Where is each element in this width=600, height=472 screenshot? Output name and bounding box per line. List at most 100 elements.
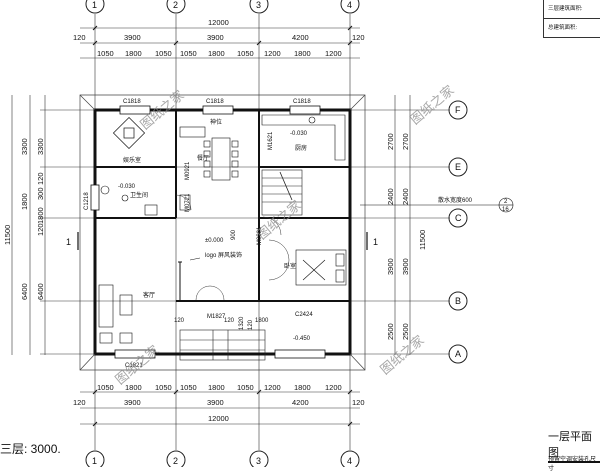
svg-text:900: 900 (231, 229, 237, 240)
elev-bath: -0.030 (118, 184, 136, 190)
area-note: 三层: 3000. (0, 442, 61, 456)
grid-col-2-top: 2 (173, 0, 178, 10)
svg-text:1050: 1050 (237, 49, 254, 58)
svg-text:3900: 3900 (386, 258, 395, 275)
grid-bubbles-top (85, 0, 360, 14)
grid-bubbles-right (448, 100, 468, 364)
elev-kitchen: -0.030 (290, 131, 308, 137)
svg-text:1800: 1800 (125, 49, 142, 58)
dim-total-width-bottom: 12000 (208, 414, 229, 423)
svg-text:1800: 1800 (208, 49, 225, 58)
logo-screen-wall (178, 257, 201, 300)
window-label-1: C1818 (123, 99, 141, 105)
dim-top-edge-r: 120 (352, 33, 365, 42)
window-label-6: C1821 (125, 363, 143, 369)
svg-text:1800: 1800 (294, 49, 311, 58)
svg-text:2700: 2700 (401, 133, 410, 150)
svg-text:2500: 2500 (401, 323, 410, 340)
svg-text:1800: 1800 (255, 318, 269, 324)
svg-text:1050: 1050 (97, 49, 114, 58)
svg-text:120: 120 (224, 318, 235, 324)
svg-text:1200: 1200 (325, 49, 342, 58)
svg-text:1050: 1050 (155, 383, 172, 392)
plan-subnote: 预留空调安装孔尺寸 (548, 457, 597, 472)
grid-row-a: A (455, 349, 461, 359)
svg-text:2400: 2400 (401, 188, 410, 205)
grid-row-e: E (455, 162, 461, 172)
svg-text:1050: 1050 (237, 383, 254, 392)
dim-top-b: 3900 (207, 33, 224, 42)
elev-living: ±0.000 (205, 238, 224, 244)
grid-row-b: B (455, 296, 461, 306)
dimension-lines (11, 14, 450, 450)
room-dining: 餐厅 (197, 154, 209, 162)
dim-top-a: 3900 (124, 33, 141, 42)
dim-left-a: 3300 (20, 138, 29, 155)
windows (90, 105, 326, 359)
bed (295, 249, 347, 286)
grid-bubbles-bottom (85, 450, 360, 467)
room-kitchen: 厨房 (295, 144, 307, 152)
elev-outside: -0.450 (293, 336, 311, 342)
dim-bottom-b: 3900 (207, 398, 224, 407)
window-label-5: C2424 (295, 312, 313, 318)
dim-top-edge-l: 120 (73, 33, 86, 42)
door-label-2: M0721 (185, 193, 191, 212)
svg-text:120: 120 (36, 223, 45, 236)
grid-col-3-bottom: 3 (256, 456, 261, 466)
section-mark-left: 1 (66, 237, 71, 247)
grid-col-4-bottom: 4 (347, 456, 352, 466)
grid-col-2-bottom: 2 (173, 456, 178, 466)
svg-text:1050: 1050 (155, 49, 172, 58)
title-row-1: 三层建筑面积: (544, 0, 600, 19)
door-label-5: M1827 (207, 314, 226, 320)
grid-col-1-bottom: 1 (92, 456, 97, 466)
svg-text:1320: 1320 (239, 316, 245, 330)
svg-text:1800: 1800 (125, 383, 142, 392)
grid-col-3-top: 3 (256, 0, 261, 10)
svg-text:1050: 1050 (180, 49, 197, 58)
staircase (261, 169, 303, 216)
section-ref-bottom: 16 (502, 207, 509, 213)
svg-text:300: 300 (36, 187, 45, 200)
grid-col-1-top: 1 (92, 0, 97, 10)
svg-text:6400: 6400 (36, 283, 45, 300)
svg-text:1200: 1200 (325, 383, 342, 392)
svg-text:1200: 1200 (264, 49, 281, 58)
window-label-2: C1818 (206, 99, 224, 105)
svg-text:120: 120 (36, 172, 45, 185)
dimension-ticks (92, 25, 353, 427)
svg-text:2400: 2400 (386, 188, 395, 205)
door-label-1: M1621 (268, 131, 274, 150)
room-bath: 卫生间 (130, 191, 148, 199)
svg-text:3300: 3300 (36, 138, 45, 155)
kitchen-counter (261, 114, 346, 161)
svg-text:3900: 3900 (401, 258, 410, 275)
grid-col-4-top: 4 (347, 0, 352, 10)
svg-text:1800: 1800 (36, 207, 45, 224)
inner-walls (95, 110, 350, 302)
dim-bottom-fine-row: 1050 1800 1050 1050 1800 1050 1200 1800 … (97, 383, 342, 392)
svg-text:1800: 1800 (294, 383, 311, 392)
logo-wall-label: logo 屏风装饰 (205, 251, 242, 259)
bath-fixtures (100, 185, 158, 216)
svg-text:120: 120 (174, 318, 185, 324)
window-label-3: C1818 (293, 99, 311, 105)
svg-text:120: 120 (248, 319, 254, 330)
section-mark-right: 1 (373, 237, 378, 247)
dim-total-depth-right: 11500 (418, 230, 427, 250)
shrine-altar (179, 126, 206, 211)
dim-total-width-top: 12000 (208, 18, 229, 27)
svg-text:1050: 1050 (97, 383, 114, 392)
title-row-2: 总建筑面积: (544, 19, 600, 38)
dim-bottom-edge-l: 120 (73, 398, 86, 407)
mahjong-table (112, 116, 146, 150)
plan-title: 一层平面图 (548, 428, 600, 463)
drain-callout (360, 197, 514, 213)
svg-text:2700: 2700 (386, 133, 395, 150)
svg-text:1050: 1050 (180, 383, 197, 392)
watermark-4: 图纸之家 (112, 342, 162, 388)
grid-row-f: F (455, 105, 461, 115)
door-label-3: M0921 (185, 161, 191, 180)
